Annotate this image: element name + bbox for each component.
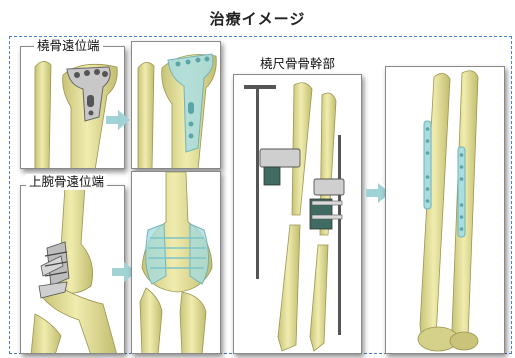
radius-ulna-shaft-before-illustration bbox=[234, 75, 362, 354]
radius-ulna-shaft-label: 橈尺骨骨幹部 bbox=[257, 56, 338, 72]
distal-radius-after-panel bbox=[131, 41, 221, 169]
radius-ulna-shaft-after-panel bbox=[385, 66, 505, 354]
page-title: 治療イメージ bbox=[0, 8, 515, 29]
distal-humerus-after-panel bbox=[131, 171, 221, 354]
distal-radius-after-illustration bbox=[132, 42, 221, 169]
distal-radius-before-panel bbox=[20, 46, 125, 169]
distal-humerus-before-panel bbox=[20, 185, 125, 354]
distal-radius-label: 橈骨遠位端 bbox=[34, 38, 103, 54]
distal-radius-before-illustration bbox=[21, 47, 125, 169]
distal-humerus-after-illustration bbox=[132, 172, 221, 354]
distal-humerus-label: 上腕骨遠位端 bbox=[26, 174, 107, 190]
radius-ulna-shaft-before-panel bbox=[233, 74, 362, 354]
distal-humerus-before-illustration bbox=[21, 186, 125, 354]
radius-ulna-shaft-after-illustration bbox=[386, 67, 505, 354]
arrow-right-icon bbox=[106, 110, 130, 130]
